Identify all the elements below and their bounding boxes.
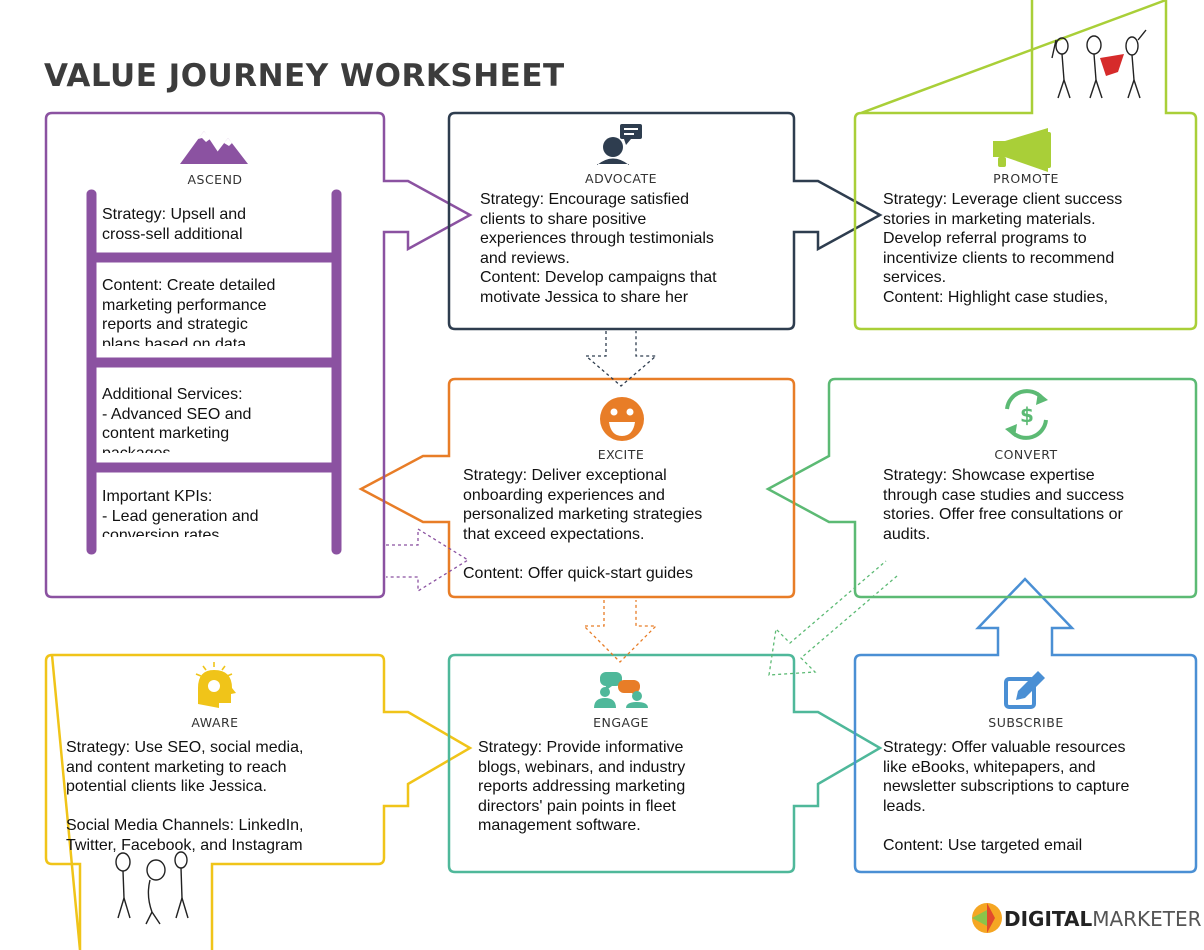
promote-label: PROMOTE <box>993 171 1059 186</box>
red-cape-drawing <box>1100 54 1124 76</box>
subscribe-text: Strategy: Offer valuable resources like … <box>883 739 1130 854</box>
convert-text: Strategy: Showcase expertise through cas… <box>883 467 1125 543</box>
convert-label: CONVERT <box>994 447 1058 462</box>
ascend-strategy-text: Strategy: Upsell and cross-sell addition… <box>102 206 247 243</box>
edit-icon <box>1004 671 1045 709</box>
engage-text: Strategy: Provide informative blogs, web… <box>478 739 686 835</box>
brand-bold: DIGITAL <box>1004 907 1093 931</box>
ascend-box <box>44 111 473 599</box>
ascend-additional-services-text: Additional Services: - Advanced SEO and … <box>102 386 252 453</box>
ascend-kpis-text: Important KPIs: - Lead generation and co… <box>102 488 259 537</box>
aware-label: AWARE <box>191 715 239 730</box>
ascend-ladder <box>86 189 342 555</box>
lightbulb-head-icon <box>195 662 236 708</box>
promote-box <box>853 0 1198 331</box>
digitalmarketer-logo: DIGITALMARKETER <box>1004 907 1202 931</box>
advocate-box <box>447 111 883 331</box>
digitalmarketer-logo-icon <box>972 903 1002 933</box>
subscribe-box <box>853 577 1198 874</box>
aware-box <box>44 653 473 950</box>
aware-text: Strategy: Use SEO, social media, and con… <box>66 739 304 854</box>
excite-label: EXCITE <box>597 447 645 462</box>
speaker-person-icon <box>597 124 642 165</box>
ascend-to-excite-arrow <box>386 527 470 593</box>
excite-text: Strategy: Deliver exceptional onboarding… <box>463 467 703 582</box>
advocate-label: ADVOCATE <box>585 171 657 186</box>
subscribe-label: SUBSCRIBE <box>988 715 1064 730</box>
ascend-label: ASCEND <box>187 172 243 187</box>
promote-text: Strategy: Leverage client success storie… <box>883 191 1123 306</box>
advocate-to-excite-arrow <box>584 331 658 387</box>
mountain-icon <box>180 131 248 164</box>
subscribe-to-convert-arrow <box>768 560 898 676</box>
convert-box <box>765 377 1198 599</box>
svg-text:$: $ <box>1020 403 1034 427</box>
megaphone-icon <box>993 128 1051 172</box>
ascend-content-text: Content: Create detailed marketing perfo… <box>102 277 276 346</box>
brand-light: MARKETER <box>1092 907 1202 931</box>
stick-figures-bottom-drawing <box>115 851 189 925</box>
excite-box <box>358 377 796 599</box>
engage-box <box>447 653 883 874</box>
engage-label: ENGAGE <box>593 715 649 730</box>
chat-people-icon <box>594 672 648 708</box>
page-title: VALUE JOURNEY WORKSHEET <box>44 58 565 94</box>
excite-to-engage-arrow <box>582 600 658 663</box>
stick-figures-top-drawing <box>1051 29 1147 99</box>
smiley-icon <box>600 397 644 441</box>
advocate-text: Strategy: Encourage satisfied clients to… <box>480 191 717 306</box>
dollar-cycle-icon: $ <box>1005 389 1048 440</box>
